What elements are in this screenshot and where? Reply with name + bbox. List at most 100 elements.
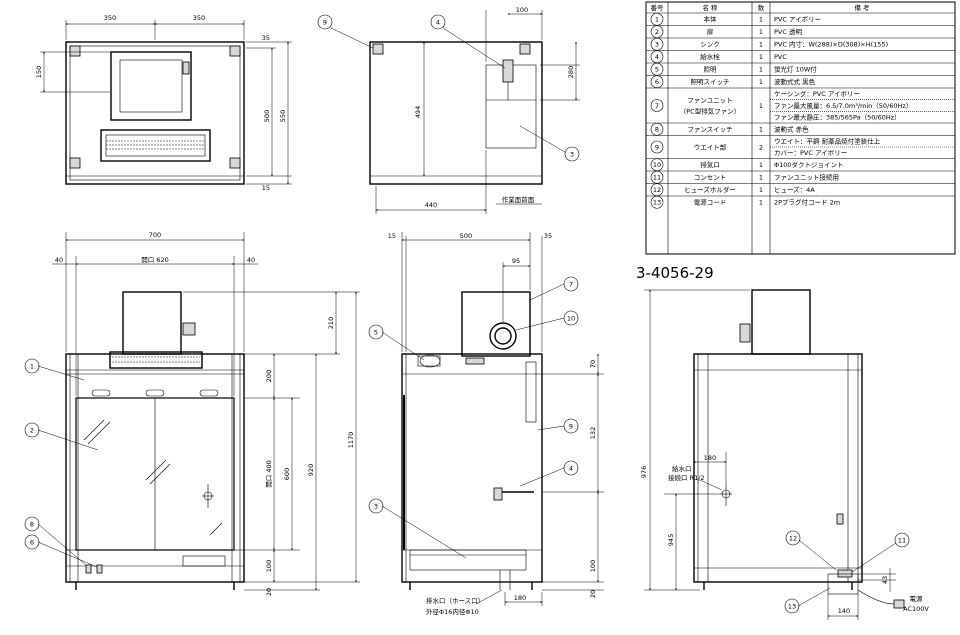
table-header-qty: 数 [758,3,765,12]
table-row-no-circle [650,158,664,172]
table-cell-note: ファンユニット接続用 [774,173,839,182]
top-view: 350 350 35 500 550 15 150 [35,14,292,192]
table-cell-name: ファンスイッチ [687,126,732,134]
table-cell-note: ウエイト：平鋼 耐薬品焼付塗装仕上 [774,137,881,146]
callout-number: 1 [30,363,34,371]
dim-label: 350 [104,14,116,22]
table-cell-no: 1 [655,16,659,24]
table-cell-name: ヒューズホルダー [684,185,736,194]
table-cell-qty: 2 [759,143,763,151]
dim-label: 500 [460,232,472,240]
weight-block [229,45,241,57]
dim-label: 945 [667,534,675,546]
callout-number: 10 [567,315,575,323]
table-row-no-circle [650,75,664,89]
table-header-note: 備 考 [854,3,870,12]
table-cell-qty: 1 [759,78,763,86]
table-cell-no: 10 [653,161,661,169]
table-cell-no: 4 [655,53,659,61]
callout-circle [894,532,910,548]
callout-circle [24,534,40,550]
table-cell-qty: 1 [759,199,763,207]
table-row-no-circle [650,99,664,112]
callout-number: 9 [569,423,573,431]
callout-circle [563,310,579,326]
table-row-no-circle [650,122,664,136]
table-cell-note: ファン最大静圧：385/565Pa（50/60Hz） [774,112,901,121]
table-cell-note: PVC [774,53,787,61]
table-cell-name: シンク [700,41,720,49]
dim-label: 700 [149,231,161,239]
dim-label: 200 [265,370,273,382]
weight-block [229,157,241,169]
callout-number: 4 [436,19,440,27]
front-view: 700 40 開口 620 40 210 200 開口 400 600 920 … [24,231,360,596]
table-cell-qty: 1 [759,126,763,134]
dim-label: 500 [263,110,271,122]
callout-number: 12 [789,535,797,543]
callout-circle [317,14,333,30]
model-code: 3-4056-29 [636,264,714,282]
dim-label: 100 [589,560,597,572]
callout-number: 9 [323,19,327,27]
table-cell-qty: 1 [759,161,763,169]
table-row-no-circle [650,37,664,51]
dim-label: 976 [640,466,648,478]
table-cell-name: 照明スイッチ [691,78,730,86]
callout-number: 8 [30,521,34,529]
dim-label: 15 [388,232,396,240]
callout-circle [24,358,40,374]
table-cell-no: 13 [653,199,661,207]
callout-circle [563,276,579,292]
table-cell-no: 5 [655,66,659,74]
section-view: 15 500 35 95 70 132 100 20 180 排水口（ホース口）… [368,232,604,616]
water-inlet-spec-label: 接続口 R1/2 [668,473,705,482]
callout-circle [563,418,579,434]
table-cell-qty: 1 [759,102,763,110]
dim-label: 35 [544,232,552,240]
callout-circle [368,324,384,340]
dim-label: 40 [247,256,255,264]
dim-label: 1170 [347,432,355,449]
table-cell-qty: 1 [759,186,763,194]
callout-number: 7 [569,281,573,289]
front-note-label: 作業面前面 [502,195,535,204]
table-header-no: 番号 [651,4,665,12]
table-cell-no: 9 [655,143,659,151]
table-cell-no: 6 [655,78,659,86]
table-cell-note: カバー：PVC アイボリー [774,149,847,157]
table-row-no-circle [650,183,664,197]
callout-number: 11 [898,537,906,545]
dim-label: 132 [589,427,597,439]
callout-number: 13 [788,603,796,611]
table-cell-qty: 1 [759,53,763,61]
table-cell-note: 波動式式 黒色 [774,77,816,86]
callout-circle [785,530,801,546]
dim-label: 180 [704,454,716,462]
table-cell-note: 2Pプラグ付コード 2m [774,198,840,207]
table-cell-no: 8 [655,126,659,134]
table-cell-note: Φ100ダクトジョイント [774,160,844,169]
dim-label: 15 [262,184,270,192]
dim-label: 550 [279,110,287,122]
dim-label: 920 [307,464,315,476]
callout-number: 3 [570,151,574,159]
table-cell-name: ウエイト部 [694,142,727,151]
table-cell-no: 3 [655,41,659,49]
table-cell-qty: 1 [759,66,763,74]
callout-number: 4 [569,465,573,473]
table-row-no-circle [650,25,664,39]
callout-circle [563,460,579,476]
callout-circle [368,498,384,514]
table-header-name: 名 称 [702,3,718,12]
table-cell-name: 扉 [707,27,714,36]
water-inlet-label: 給水口 [672,464,692,473]
table-cell-note: PVC 透明 [774,28,802,36]
table-cell-name: 本体 [704,15,718,24]
dim-label: 280 [567,66,575,78]
weight-block [69,157,81,169]
dim-label: 140 [838,607,850,615]
table-cell-qty: 1 [759,28,763,36]
